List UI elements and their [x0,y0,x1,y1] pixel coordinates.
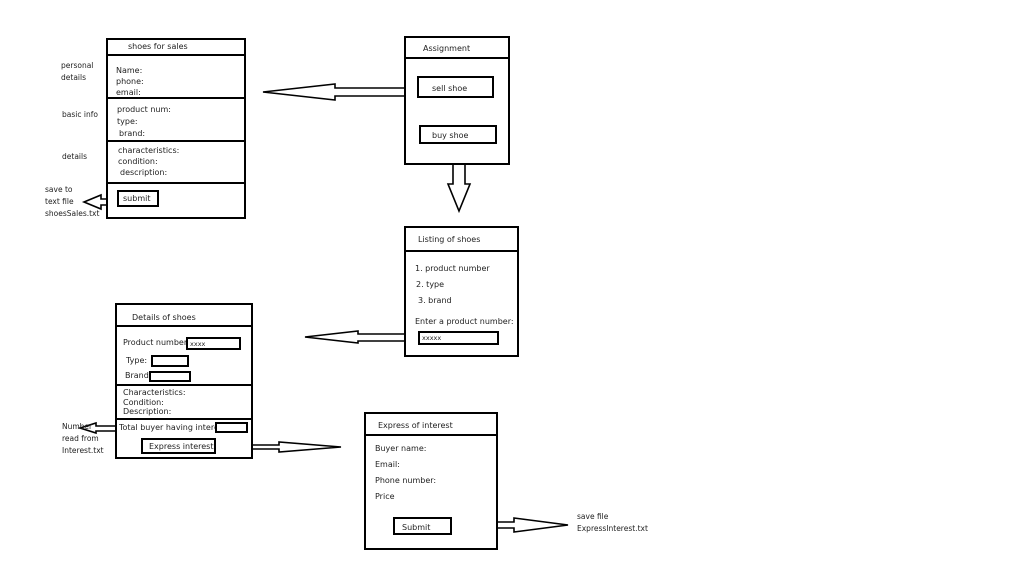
note-line: read from [62,434,99,443]
personal-details-note: personal details [61,60,93,84]
note-line: Interest.txt [62,446,104,455]
description-field-label: description: [120,168,168,177]
express-submit-button[interactable]: Submit [393,517,452,535]
sell-shoe-button[interactable]: sell shoe [417,76,494,98]
characteristics-label: Characteristics: [123,388,186,397]
note-line: text file [45,197,74,206]
list-item: 3. brand [418,296,452,305]
divider [106,182,246,184]
assignment-window [404,36,510,165]
shoes-for-sales-form [106,38,246,219]
note-line: personal [61,61,94,70]
arrow-to-sell-form [262,83,410,101]
basic-info-note: basic info [62,110,98,119]
condition-field-label: condition: [118,157,158,166]
brand-field-label: brand: [119,129,146,138]
brand-label: Brand: [125,371,152,380]
divider [106,54,246,56]
buyer-name-label: Buyer name: [375,444,427,453]
express-interest-button[interactable]: Express interest [141,438,216,454]
submit-button[interactable]: submit [117,190,159,207]
divider [404,250,519,252]
type-label: Type: [126,356,148,365]
total-buyer-value-field [215,422,248,433]
note-line: Number [62,422,93,431]
number-read-note: Number read from Interest.txt [62,421,104,457]
enter-product-prompt: Enter a product number: [415,317,514,326]
product-number-value: xxxx [186,337,241,350]
type-field-label: type: [117,117,138,126]
type-value-field [151,355,189,367]
divider [115,325,253,327]
arrow-to-details [304,330,406,344]
note-line: details [61,73,86,82]
condition-label: Condition: [123,398,164,407]
divider [364,434,498,436]
buy-shoe-button[interactable]: buy shoe [419,125,497,144]
name-field-label: Name: [116,66,143,75]
total-buyer-label: Total buyer having interest: [119,423,229,432]
save-to-file-note: save to text file shoesSales.txt [45,184,99,220]
details-note: details [62,152,87,161]
price-label: Price [375,492,395,501]
product-num-field-label: product num: [117,105,171,114]
brand-value-field [149,371,191,382]
assignment-title: Assignment [423,44,471,53]
email-field-label: email: [116,88,141,97]
divider [106,140,246,142]
divider [106,97,246,99]
description-label: Description: [123,407,172,416]
note-line: shoesSales.txt [45,209,100,218]
divider [115,418,253,420]
note-line: ExpressInterest.txt [577,524,648,533]
note-line: save to [45,185,73,194]
save-file-note: save file ExpressInterest.txt [577,511,648,535]
phone-field-label: phone: [116,77,144,86]
details-title: Details of shoes [132,313,196,322]
express-title: Express of interest [378,421,453,430]
shoes-for-sales-title: shoes for sales [128,42,188,51]
listing-title: Listing of shoes [418,235,481,244]
note-line: save file [577,512,609,521]
divider [115,384,253,386]
product-number-label: Product number: [123,338,190,347]
product-number-input[interactable]: xxxxx [418,331,499,345]
divider [404,57,510,59]
list-item: 2. type [416,280,445,289]
characteristics-field-label: characteristics: [118,146,180,155]
phone-number-label: Phone number: [375,476,437,485]
list-item: 1. product number [415,264,490,273]
email-label: Email: [375,460,400,469]
